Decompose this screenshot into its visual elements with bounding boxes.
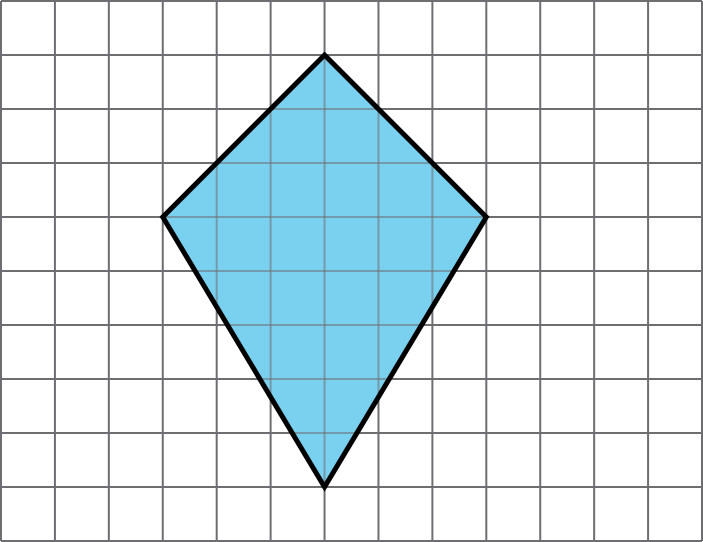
kite-outline [159,51,490,492]
